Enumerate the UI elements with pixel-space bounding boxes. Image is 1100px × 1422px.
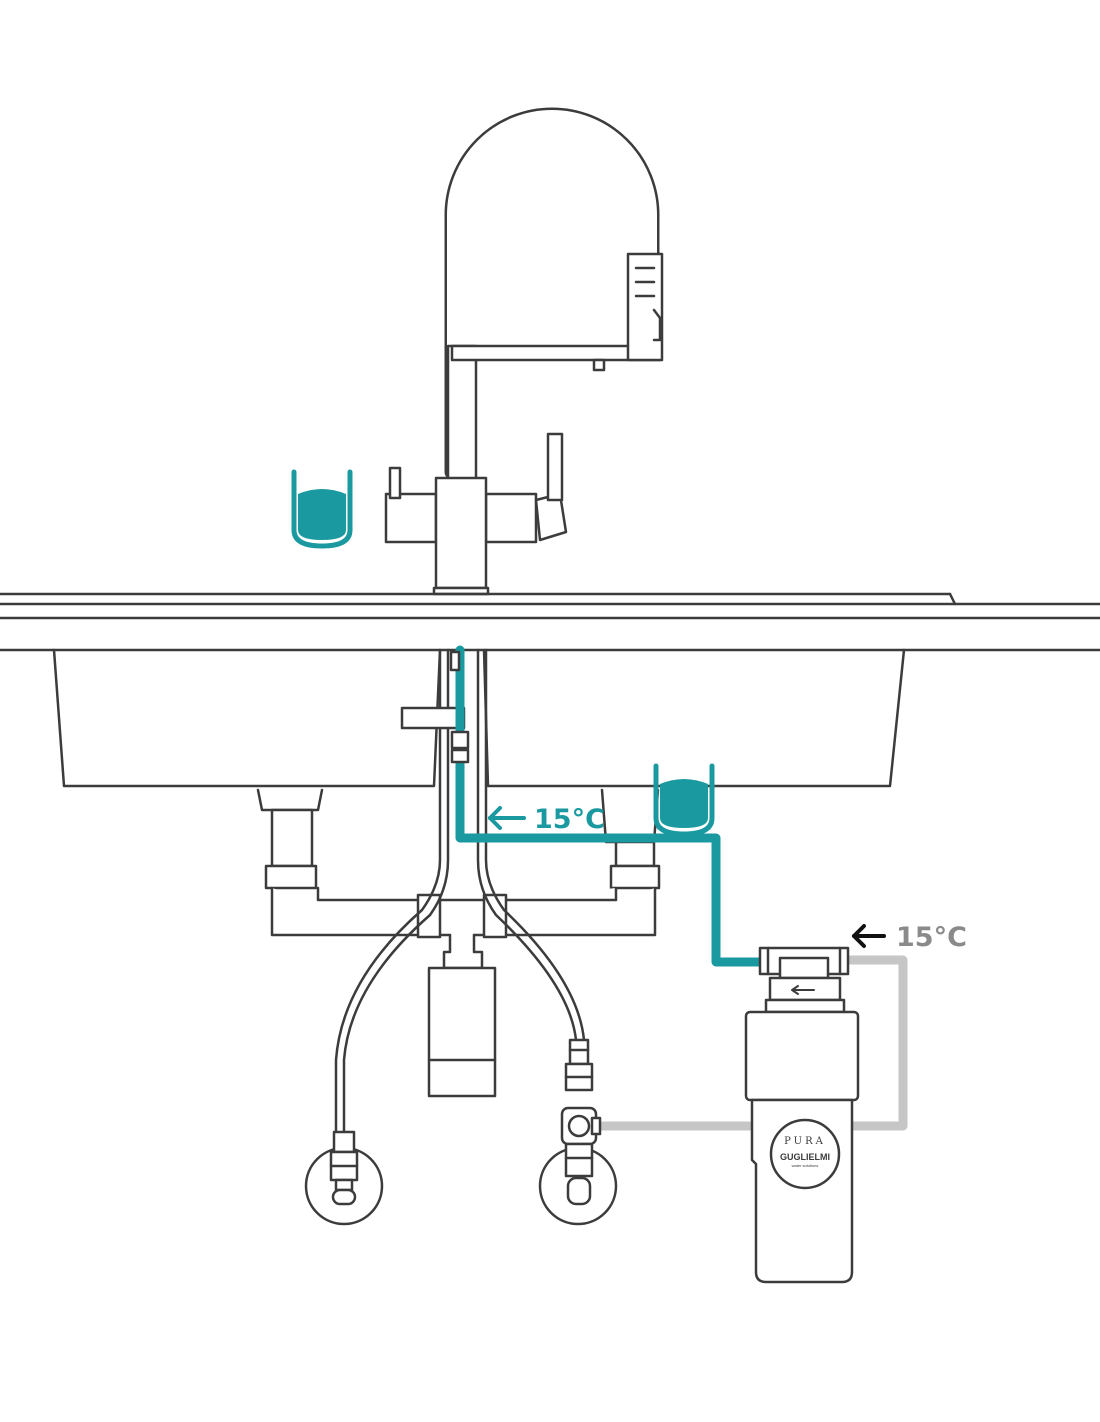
filtered-temp-label: 15°C — [488, 804, 605, 835]
arrow-left-icon — [852, 924, 886, 948]
drain-plumbing — [256, 788, 661, 1098]
glass-icon — [653, 763, 715, 837]
arrow-left-icon — [488, 806, 526, 830]
filter-brand-main: GUGLIELMI — [780, 1152, 830, 1162]
countertop — [0, 592, 1100, 652]
glass-icon — [291, 469, 353, 549]
hose-bracket — [400, 706, 466, 730]
filtered-temp-text: 15°C — [534, 804, 605, 835]
filter-brand-sub: water solutions — [792, 1163, 819, 1168]
filtered-water-pipe — [455, 645, 765, 967]
pipe-connectors — [449, 650, 470, 764]
supply-temp-label: 15°C — [852, 922, 967, 953]
filter-flow-arrow — [791, 985, 815, 995]
faucet-supply-hoses — [334, 648, 586, 1134]
kitchen-faucet — [384, 107, 664, 596]
filter-brand-top: PURA — [784, 1136, 826, 1147]
water-filter — [744, 946, 860, 1284]
left-angle-valve — [304, 1130, 384, 1226]
supply-temp-text: 15°C — [896, 922, 967, 953]
right-angle-valve — [538, 1038, 618, 1226]
